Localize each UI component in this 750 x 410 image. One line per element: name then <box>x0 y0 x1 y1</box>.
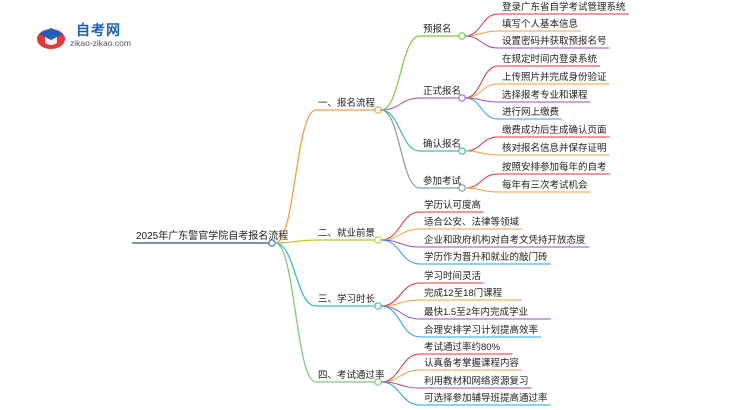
branch-label: 四、考试通过率 <box>318 370 385 381</box>
logo-name: 自考网 <box>76 22 121 38</box>
sub-branch-label: 确认报名 <box>423 139 462 150</box>
leaf-connector <box>464 97 499 120</box>
leaf-connector <box>380 305 421 320</box>
sub-connector <box>380 35 421 111</box>
leaf-connector <box>464 13 499 37</box>
leaf-label: 设置密码并获取预报名号 <box>502 36 607 47</box>
leaf-connector <box>380 369 421 383</box>
leaf-label: 利用教材和网络资源复习 <box>424 376 529 387</box>
branch-connector <box>274 109 317 244</box>
branch-connector <box>274 239 317 244</box>
leaf-label: 在规定时间内登录系统 <box>502 54 598 65</box>
leaf-label: 最快1.5至2年内完成学业 <box>424 307 528 318</box>
leaf-label: 核对报名信息并保存证明 <box>502 143 607 154</box>
root-node-label: 2025年广东警官学院自考报名流程 <box>136 231 289 242</box>
logo-cap-icon <box>36 24 66 50</box>
leaf-label: 完成12至18门课程 <box>424 288 503 299</box>
leaf-connector <box>380 381 421 406</box>
leaf-label: 适合公安、法律等领域 <box>424 217 520 228</box>
sub-branch-label: 参加考试 <box>423 176 462 187</box>
leaf-connector <box>380 211 421 241</box>
sub-branch-label: 预报名 <box>423 24 452 35</box>
leaf-label: 可选择参加辅导班提高通过率 <box>424 393 548 404</box>
branch-connector-dot <box>374 106 382 114</box>
leaf-connector <box>380 239 421 265</box>
leaf-label: 学历认可度高 <box>424 200 482 211</box>
leaf-label: 学历作为晋升和就业的敲门砖 <box>424 252 548 263</box>
branch-connector <box>274 242 317 307</box>
sub-connector-dot <box>458 32 466 40</box>
leaf-label: 进行网上缴费 <box>502 107 560 118</box>
leaf-connector <box>464 150 499 156</box>
leaf-connector <box>464 173 499 189</box>
branch-connector-dot <box>374 236 382 244</box>
branch-label: 一、报名流程 <box>318 98 376 109</box>
branch-label: 二、就业前景 <box>318 228 376 239</box>
sub-branch-label: 正式报名 <box>423 86 462 97</box>
leaf-connector <box>464 136 499 152</box>
leaf-label: 企业和政府机构对自考文凭持开放态度 <box>424 235 586 246</box>
sub-connector <box>380 109 421 152</box>
leaf-label: 缴费成功后生成确认页面 <box>502 125 607 136</box>
branch-connector <box>274 242 317 383</box>
leaf-connector <box>380 282 421 307</box>
leaf-label: 每年有三次考试机会 <box>502 180 588 191</box>
branch-connector-dot <box>374 302 382 310</box>
leaf-connector <box>380 228 421 241</box>
leaf-connector <box>464 35 499 49</box>
leaf-label: 合理安排学习计划提高效率 <box>424 325 539 336</box>
leaf-connector <box>464 187 499 193</box>
leaf-label: 学习时间灵活 <box>424 271 482 282</box>
sub-connector <box>380 109 421 189</box>
leaf-connector <box>464 83 499 99</box>
leaf-connector <box>380 305 421 338</box>
leaf-label: 按照安排参加每年的自考 <box>502 162 607 173</box>
leaf-label: 填写个人基本信息 <box>502 19 579 30</box>
leaf-connector <box>464 65 499 99</box>
branch-label: 三、学习时长 <box>318 294 376 305</box>
leaf-label: 考试通过率约80% <box>424 342 501 353</box>
leaf-connector <box>380 353 421 383</box>
leaf-label: 上传照片并完成身份验证 <box>502 72 607 83</box>
leaf-label: 登录广东省自学考试管理系统 <box>502 2 626 13</box>
leaf-label: 认真备考掌握课程内容 <box>424 358 520 369</box>
logo-url: zikao-zikao.com <box>70 38 131 48</box>
sub-connector <box>380 97 421 111</box>
leaf-label: 选择报考专业和课程 <box>502 90 588 101</box>
